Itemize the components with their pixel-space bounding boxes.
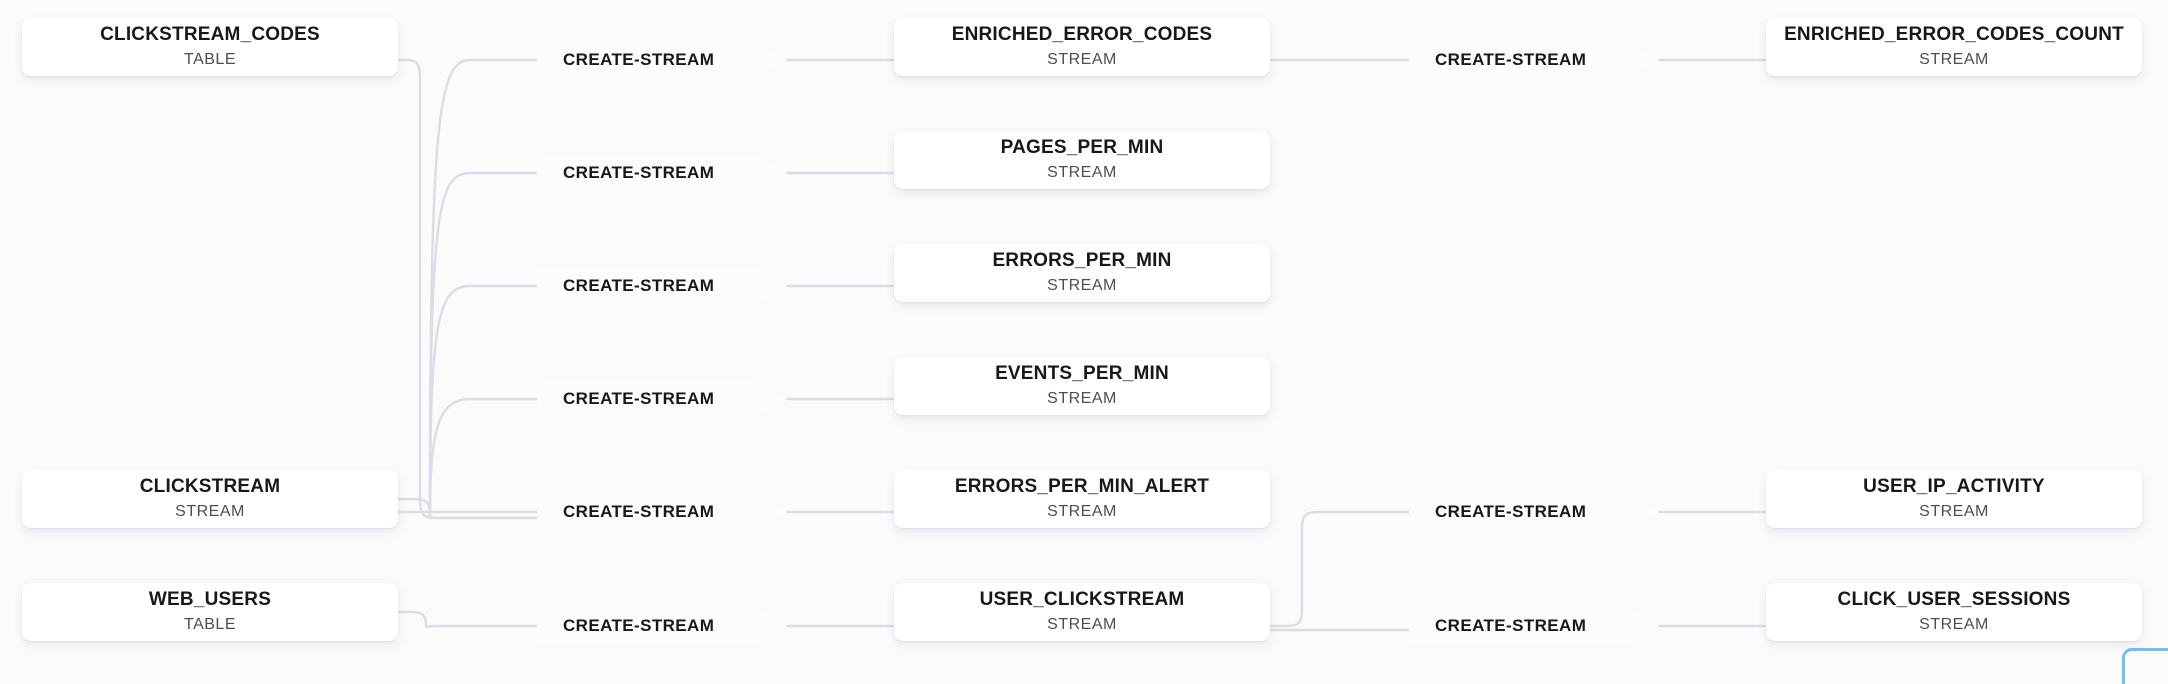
flow-edge [428, 171, 539, 520]
selected-node-outline[interactable] [2122, 648, 2168, 684]
flow-node-enriched-error-codes-ct[interactable]: ENRICHED_ERROR_CODES_COUNT STREAM [1766, 18, 2142, 76]
flow-node-type-label: STREAM [1047, 164, 1117, 182]
flow-operator-label: CREATE-STREAM [563, 276, 715, 295]
flow-node-title: USER_IP_ACTIVITY [1863, 476, 2045, 498]
flow-operator-enriched-error-codes[interactable]: CREATE-STREAM [537, 42, 787, 78]
flow-node-type-label: STREAM [175, 503, 245, 521]
flow-node-errors-per-min-alert[interactable]: ERRORS_PER_MIN_ALERT STREAM [894, 470, 1270, 528]
flow-node-title: CLICK_USER_SESSIONS [1837, 589, 2071, 611]
flow-node-enriched-error-codes[interactable]: ENRICHED_ERROR_CODES STREAM [894, 18, 1270, 76]
flow-node-title: ERRORS_PER_MIN [992, 250, 1172, 272]
flow-node-title: CLICKSTREAM [139, 476, 281, 498]
flow-node-type-label: STREAM [1047, 390, 1117, 408]
flow-operator-label: CREATE-STREAM [1435, 502, 1587, 521]
flow-node-type-label: TABLE [184, 51, 236, 69]
flow-node-title: ERRORS_PER_MIN_ALERT [954, 476, 1210, 498]
flow-node-clickstream-codes[interactable]: CLICKSTREAM_CODES TABLE [22, 18, 398, 76]
flow-node-type-label: STREAM [1047, 51, 1117, 69]
flow-operator-errors-per-min[interactable]: CREATE-STREAM [537, 268, 787, 304]
flow-node-title: PAGES_PER_MIN [1000, 137, 1164, 159]
flow-node-user-clickstream[interactable]: USER_CLICKSTREAM STREAM [894, 583, 1270, 641]
flow-operator-errors-per-min-alert[interactable]: CREATE-STREAM [537, 494, 787, 530]
flow-node-title: WEB_USERS [148, 589, 272, 611]
flow-operator-label: CREATE-STREAM [563, 616, 715, 635]
flow-node-title: EVENTS_PER_MIN [995, 363, 1169, 385]
flow-operator-label: CREATE-STREAM [563, 502, 715, 521]
flow-node-type-label: STREAM [1919, 503, 1989, 521]
flow-edge [428, 58, 539, 520]
flow-edge [396, 497, 432, 520]
flow-node-type-label: STREAM [1919, 51, 1989, 69]
flow-edge [428, 284, 539, 520]
flow-operator-user-ip-activity[interactable]: CREATE-STREAM [1409, 494, 1659, 530]
flow-node-type-label: TABLE [184, 616, 236, 634]
flow-operator-label: CREATE-STREAM [1435, 616, 1587, 635]
flow-operator-user-clickstream[interactable]: CREATE-STREAM [537, 608, 787, 644]
flow-operator-label: CREATE-STREAM [563, 389, 715, 408]
flow-node-type-label: STREAM [1047, 277, 1117, 295]
flow-edge [396, 58, 539, 520]
flow-edge [428, 397, 539, 520]
flow-operator-click-user-sessions[interactable]: CREATE-STREAM [1409, 608, 1659, 644]
flow-node-title: ENRICHED_ERROR_CODES [951, 24, 1213, 46]
flow-node-click-user-sessions[interactable]: CLICK_USER_SESSIONS STREAM [1766, 583, 2142, 641]
flow-node-errors-per-min[interactable]: ERRORS_PER_MIN STREAM [894, 244, 1270, 302]
flow-edge [396, 610, 539, 629]
flow-node-title: CLICKSTREAM_CODES [100, 24, 320, 46]
flow-operator-label: CREATE-STREAM [563, 50, 715, 69]
flow-operator-enriched-error-codes-cnt[interactable]: CREATE-STREAM [1409, 42, 1659, 78]
flow-node-type-label: STREAM [1919, 616, 1989, 634]
flow-operator-label: CREATE-STREAM [563, 163, 715, 182]
flow-node-type-label: STREAM [1047, 616, 1117, 634]
flow-edge [1268, 510, 1411, 628]
flow-node-type-label: STREAM [1047, 503, 1117, 521]
flow-operator-label: CREATE-STREAM [1435, 50, 1587, 69]
flow-node-pages-per-min[interactable]: PAGES_PER_MIN STREAM [894, 131, 1270, 189]
flow-node-title: ENRICHED_ERROR_CODES_COUNT [1784, 24, 2124, 46]
flow-node-title: USER_CLICKSTREAM [979, 589, 1185, 611]
flow-node-clickstream[interactable]: CLICKSTREAM STREAM [22, 470, 398, 528]
flow-node-events-per-min[interactable]: EVENTS_PER_MIN STREAM [894, 357, 1270, 415]
flow-node-web-users[interactable]: WEB_USERS TABLE [22, 583, 398, 641]
flow-operator-pages-per-min[interactable]: CREATE-STREAM [537, 155, 787, 191]
flow-operator-events-per-min[interactable]: CREATE-STREAM [537, 381, 787, 417]
flow-node-user-ip-activity[interactable]: USER_IP_ACTIVITY STREAM [1766, 470, 2142, 528]
